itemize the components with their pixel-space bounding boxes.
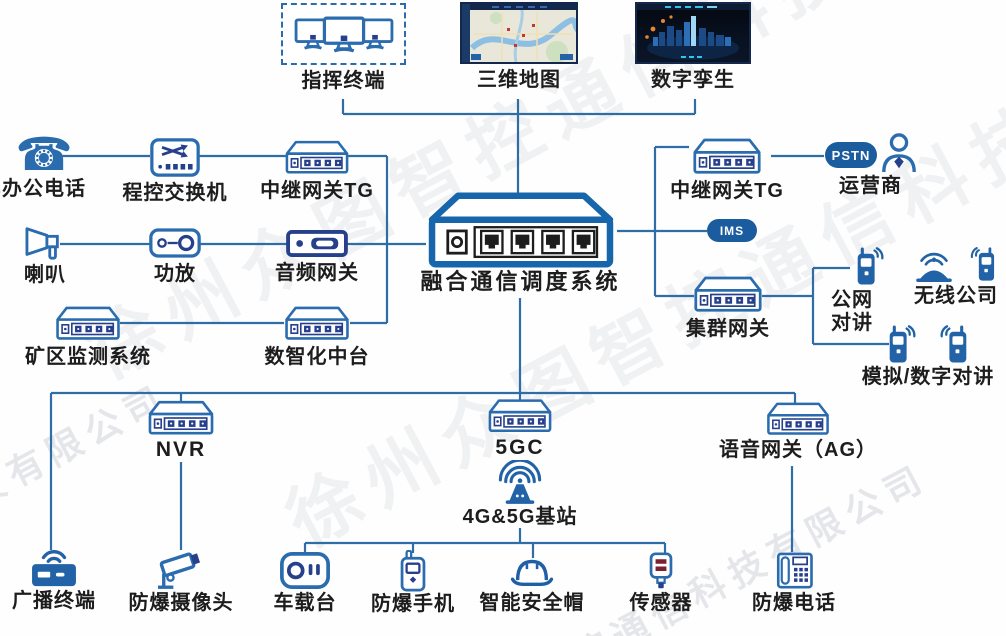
gateway-icon bbox=[488, 398, 552, 434]
amplifier-icon bbox=[149, 228, 201, 258]
gateway-icon bbox=[285, 140, 349, 175]
safety-helmet-icon bbox=[510, 556, 554, 589]
mine-monitoring-label: 矿区监测系统 bbox=[25, 346, 151, 368]
3d-map-image bbox=[460, 2, 578, 64]
gateway-icon bbox=[687, 138, 767, 175]
pstn-badge: PSTN bbox=[825, 142, 877, 168]
digital-platform-label: 数智化中台 bbox=[264, 346, 370, 368]
node-carrier: 运营商 bbox=[823, 132, 918, 198]
node-wireless-company: 无线公司 bbox=[906, 246, 1006, 308]
walkie-talkie-icon bbox=[968, 246, 998, 282]
digital-twin-image bbox=[635, 2, 751, 64]
node-smart-helmet: 智能安全帽 bbox=[471, 556, 593, 615]
node-speaker: 喇叭 bbox=[12, 224, 78, 287]
node-sensor: 传感器 bbox=[626, 552, 696, 615]
node-office-phone: ☎ 办公电话 bbox=[2, 127, 86, 201]
sensor-label: 传感器 bbox=[629, 592, 693, 614]
node-cluster-gateway: 集群网关 bbox=[663, 276, 793, 341]
desk-phone-icon bbox=[773, 550, 815, 591]
node-5gc: 5GC bbox=[470, 398, 570, 459]
cctv-camera-icon bbox=[154, 546, 208, 592]
node-explosion-proof-camera: 防爆摄像头 bbox=[118, 546, 244, 615]
node-voice-gateway-ag: 语音网关（AG） bbox=[719, 402, 877, 462]
gateway-icon bbox=[764, 402, 832, 436]
speaker-label: 喇叭 bbox=[24, 264, 66, 286]
megaphone-icon bbox=[24, 224, 66, 262]
base-station-label: 4G&5G基站 bbox=[462, 506, 578, 528]
walkie-talkie-icon bbox=[937, 324, 971, 364]
node-public-intercom: 公网对讲 bbox=[822, 246, 882, 335]
analog-digital-intercom-label: 模拟/数字对讲 bbox=[861, 366, 995, 388]
gateway-icon bbox=[148, 400, 214, 436]
command-terminal-box bbox=[281, 3, 406, 65]
base-station-icon bbox=[495, 460, 545, 505]
trunk-gateway-left-label: 中继网关TG bbox=[260, 180, 374, 202]
trunk-gateway-right-label: 中继网关TG bbox=[670, 180, 784, 202]
node-base-station: 4G&5G基站 bbox=[462, 460, 578, 529]
node-command-terminal: 指挥终端 bbox=[281, 3, 406, 93]
node-3d-map: 三维地图 bbox=[460, 2, 578, 92]
monitor-icon bbox=[322, 16, 366, 53]
node-trunk-gateway-left: 中继网关TG bbox=[257, 140, 377, 203]
nvr-label: NVR bbox=[155, 438, 207, 461]
gateway-icon bbox=[693, 276, 763, 313]
vehicle-station-label: 车载台 bbox=[273, 592, 337, 614]
amplifier-label: 功放 bbox=[154, 263, 196, 285]
explosion-proof-telephone-label: 防爆电话 bbox=[752, 592, 836, 614]
explosion-proof-camera-label: 防爆摄像头 bbox=[128, 592, 234, 614]
audio-gateway-icon bbox=[286, 230, 348, 257]
office-phone-label: 办公电话 bbox=[2, 178, 86, 200]
node-digital-platform: 数智化中台 bbox=[245, 306, 389, 369]
smart-helmet-label: 智能安全帽 bbox=[479, 592, 585, 614]
antenna-icon bbox=[914, 250, 954, 282]
node-analog-digital-intercom: 模拟/数字对讲 bbox=[848, 324, 1006, 389]
node-dispatch-hub: 融合通信调度系统 bbox=[413, 192, 628, 293]
walkie-talkie-icon bbox=[853, 246, 887, 286]
node-nvr: NVR bbox=[131, 400, 231, 461]
ims-badge: IMS bbox=[707, 219, 757, 242]
command-terminal-label: 指挥终端 bbox=[301, 70, 386, 92]
node-audio-gateway: 音频网关 bbox=[267, 230, 367, 285]
telephone-icon: ☎ bbox=[15, 127, 73, 181]
walkie-talkie-icon bbox=[885, 324, 919, 364]
node-explosion-proof-telephone: 防爆电话 bbox=[746, 550, 842, 615]
node-trunk-gateway-right: 中继网关TG bbox=[663, 138, 791, 203]
node-broadcast-terminal: 广播终端 bbox=[6, 546, 102, 613]
node-digital-twin: 数字孪生 bbox=[635, 2, 751, 92]
public-intercom-label: 公网对讲 bbox=[831, 289, 873, 334]
explosion-proof-mobile-label: 防爆手机 bbox=[371, 593, 455, 615]
wireless-company-label: 无线公司 bbox=[914, 285, 998, 307]
3d-map-label: 三维地图 bbox=[477, 69, 561, 91]
pbx-switch-label: 程控交换机 bbox=[122, 182, 228, 204]
node-vehicle-station: 车载台 bbox=[268, 552, 342, 615]
digital-twin-label: 数字孪生 bbox=[651, 69, 735, 91]
node-explosion-proof-mobile: 防爆手机 bbox=[364, 550, 462, 616]
sensor-icon bbox=[649, 552, 673, 590]
broadcast-terminal-icon bbox=[30, 546, 78, 588]
switch-icon bbox=[150, 138, 200, 177]
vehicle-radio-icon bbox=[280, 552, 330, 589]
node-amplifier: 功放 bbox=[125, 228, 225, 286]
5gc-label: 5GC bbox=[495, 436, 545, 459]
audio-gateway-label: 音频网关 bbox=[275, 262, 359, 284]
gateway-icon bbox=[283, 306, 351, 341]
dispatch-hub-label: 融合通信调度系统 bbox=[420, 269, 621, 294]
node-pbx-switch: 程控交换机 bbox=[115, 138, 235, 205]
person-icon bbox=[880, 132, 918, 174]
cluster-gateway-label: 集群网关 bbox=[686, 318, 770, 340]
carrier-label: 运营商 bbox=[839, 175, 902, 197]
dispatch-server-icon bbox=[423, 192, 619, 268]
broadcast-terminal-label: 广播终端 bbox=[12, 590, 96, 612]
node-mine-monitoring: 矿区监测系统 bbox=[16, 306, 160, 369]
handheld-radio-icon bbox=[399, 550, 427, 592]
gateway-icon bbox=[55, 306, 121, 341]
voice-gateway-ag-label: 语音网关（AG） bbox=[719, 439, 877, 461]
